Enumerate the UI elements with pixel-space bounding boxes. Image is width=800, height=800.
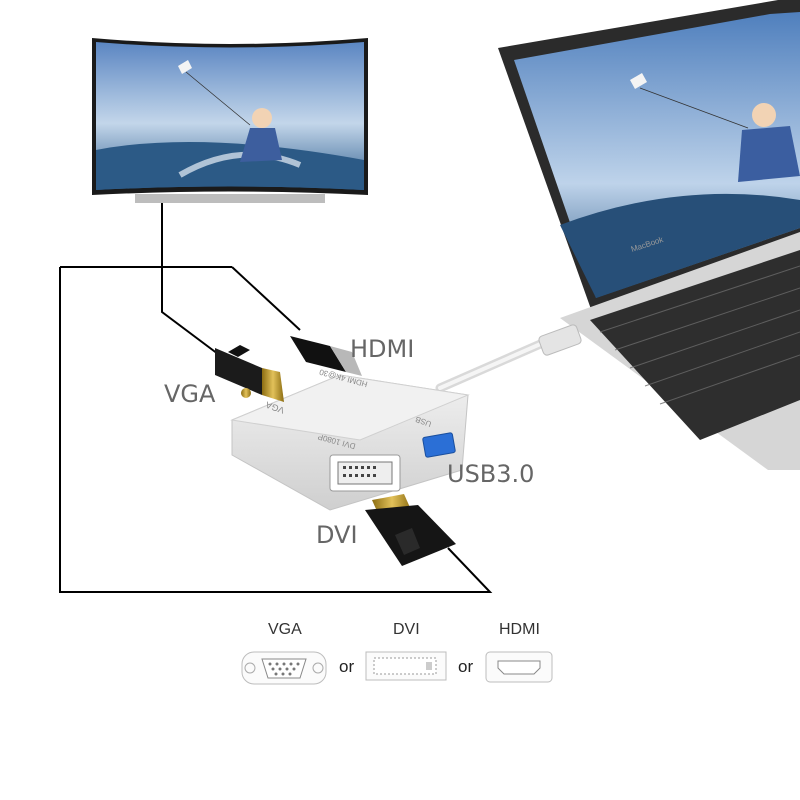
usb-label: USB3.0 xyxy=(447,460,535,488)
hdmi-plug xyxy=(290,336,362,376)
dvi-label: DVI xyxy=(316,521,358,549)
vga-plug xyxy=(215,345,284,402)
hdmi-label: HDMI xyxy=(350,335,415,363)
tv-stand xyxy=(135,194,325,203)
vga-label: VGA xyxy=(164,380,216,408)
legend-vga-icon xyxy=(241,651,327,685)
legend-hdmi-label: HDMI xyxy=(499,621,540,638)
dvi-plug xyxy=(365,494,456,566)
wires xyxy=(59,203,493,593)
legend-hdmi-icon xyxy=(485,651,553,683)
legend-dvi-icon xyxy=(365,651,447,681)
legend-or-1: or xyxy=(339,657,355,676)
laptop: MacBook xyxy=(498,0,800,470)
legend-vga-label: VGA xyxy=(268,621,302,638)
wire-tv-vga xyxy=(161,203,219,355)
keyboard xyxy=(590,250,800,440)
usb-c-cable xyxy=(435,324,582,393)
wire-hdmi xyxy=(231,266,301,331)
legend-or-2: or xyxy=(458,657,474,676)
tv xyxy=(92,38,368,203)
usb-port xyxy=(422,432,456,458)
wire-loop-dvi xyxy=(59,267,493,593)
adapter-hub: VGA HDMI 4K@30 DVI 1080P USB xyxy=(230,367,470,511)
legend-dvi-label: DVI xyxy=(393,621,420,638)
